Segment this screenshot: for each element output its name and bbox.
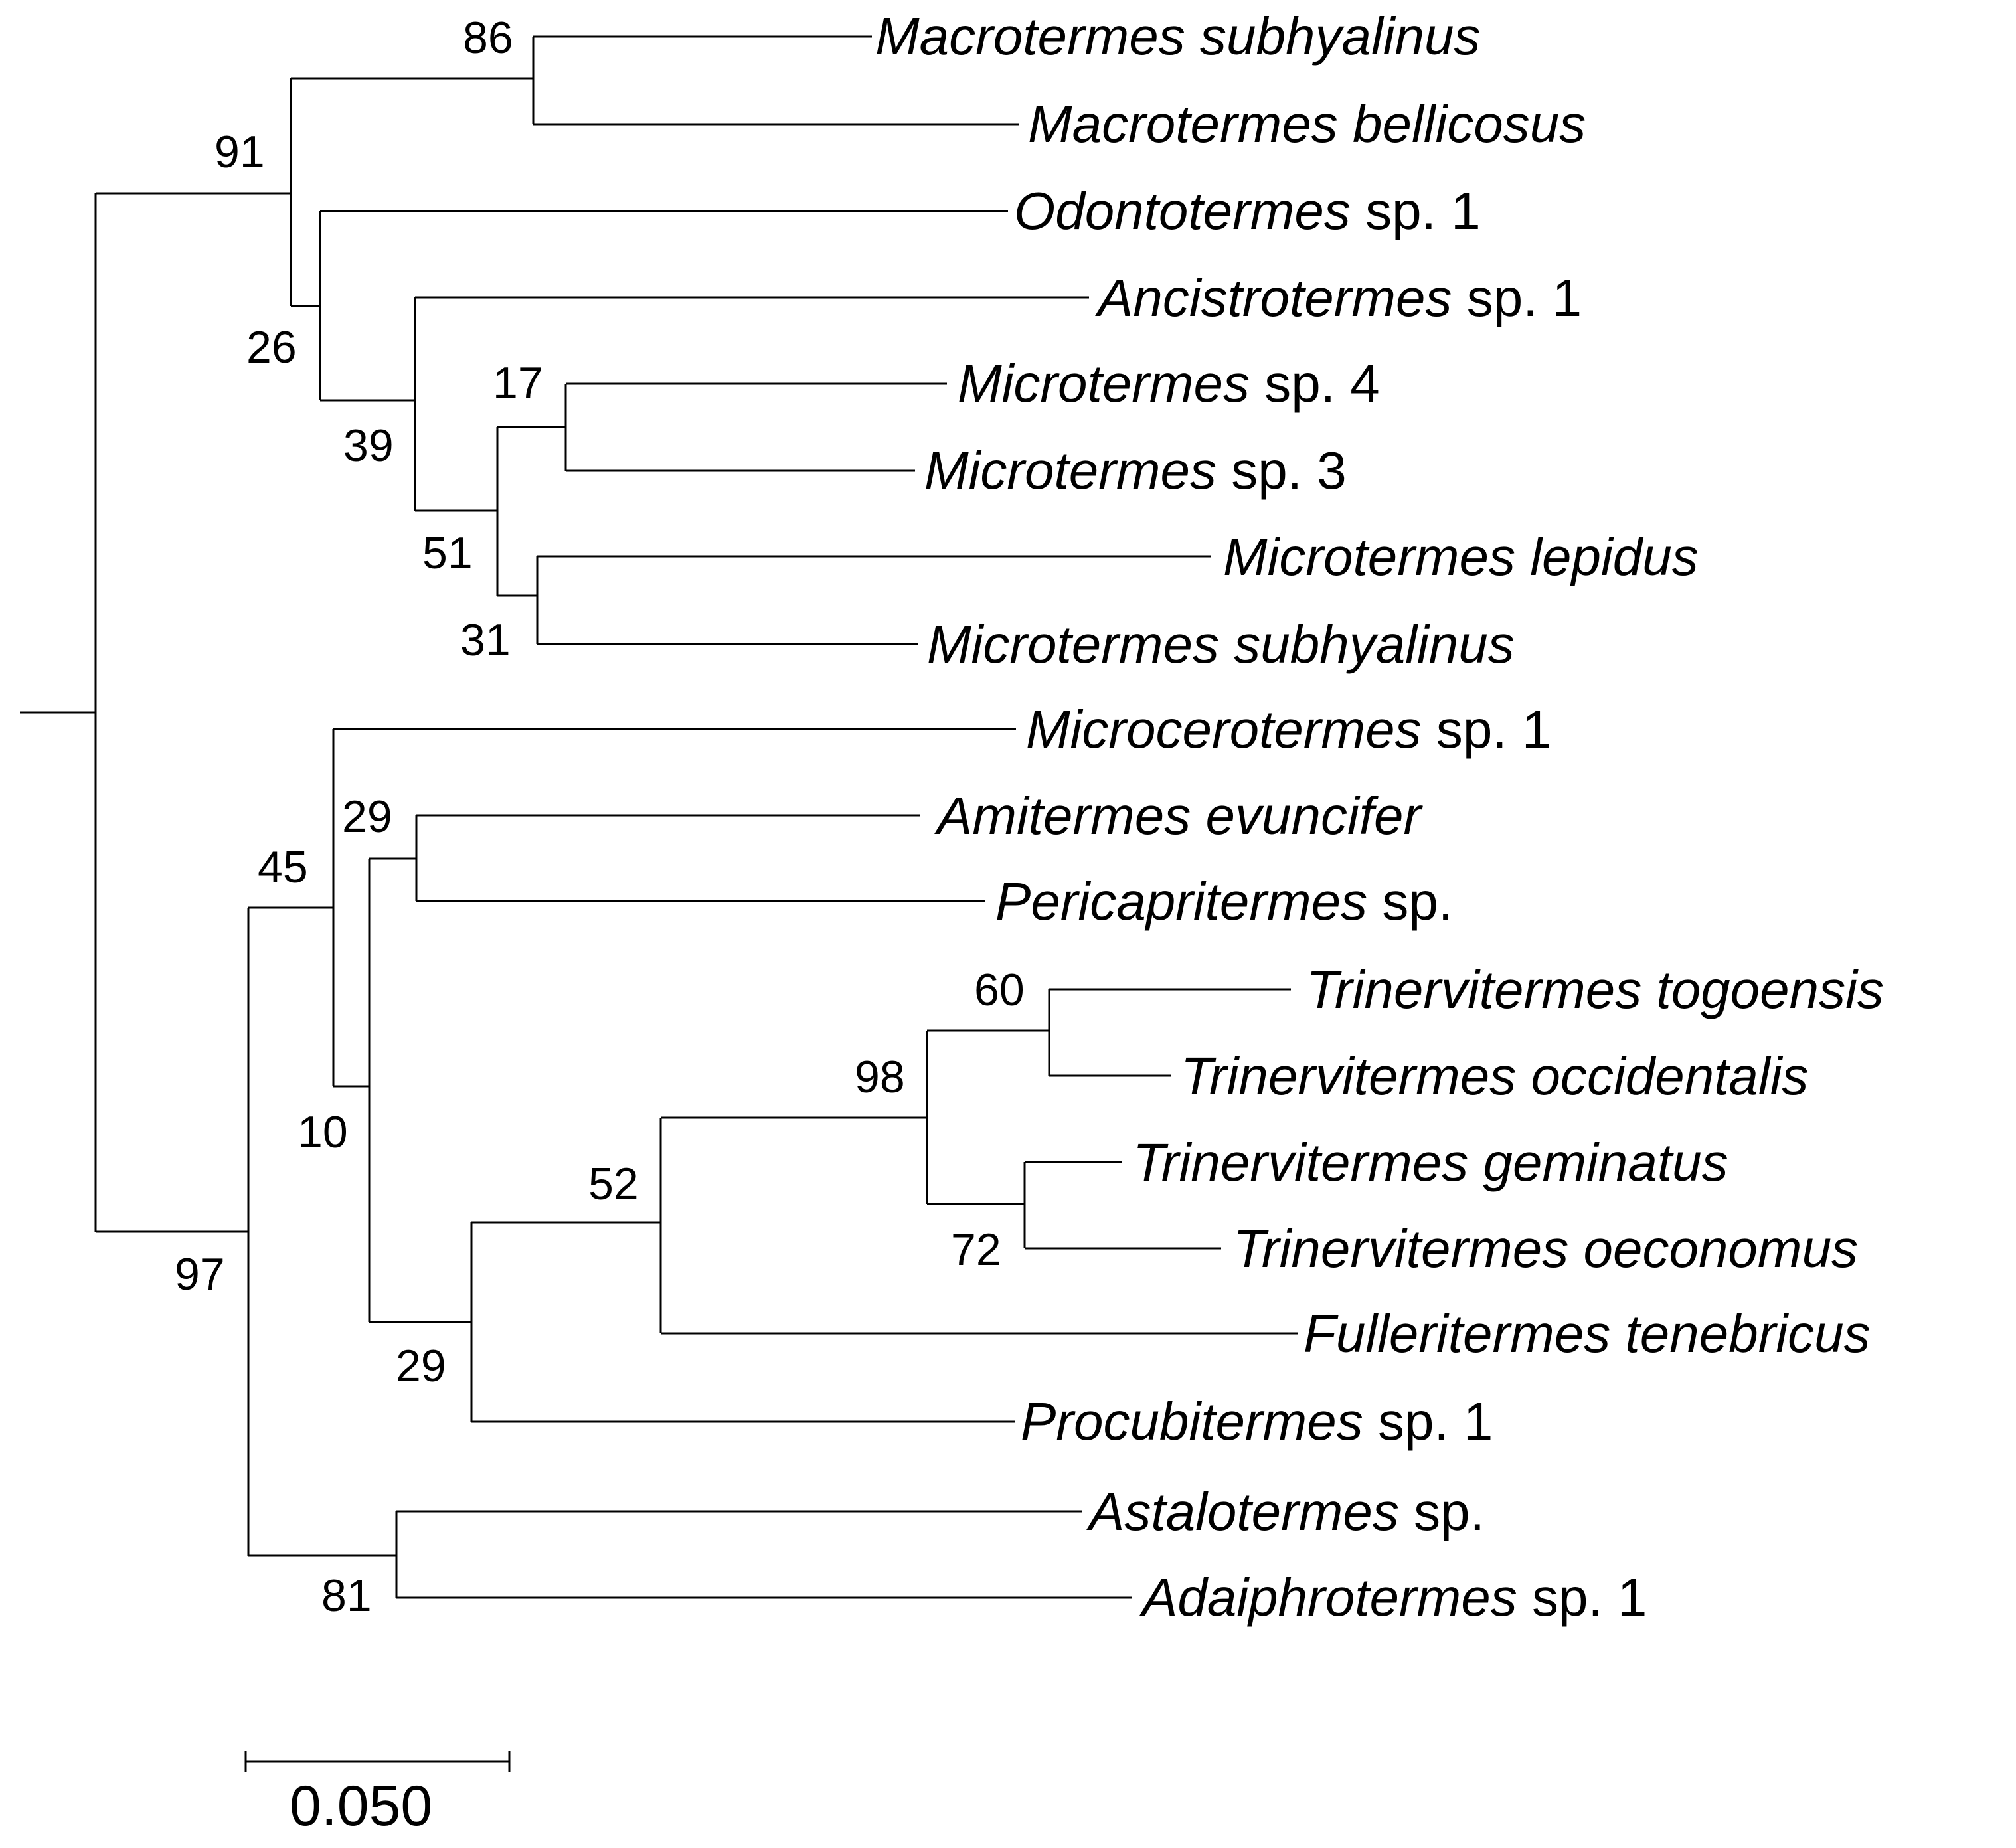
support-value: 51: [422, 528, 473, 578]
support-value: 60: [974, 965, 1025, 1015]
support-value: 81: [321, 1570, 372, 1621]
taxon-label: Microtermes subhyalinus: [927, 615, 1515, 674]
support-value: 29: [342, 792, 392, 842]
tree-branches: [20, 35, 1298, 1599]
taxon-label: Microcerotermes sp. 1: [1026, 700, 1551, 759]
scale-bar: 0.050: [244, 1751, 511, 1838]
support-value: 26: [246, 322, 297, 373]
support-value: 10: [297, 1107, 348, 1157]
taxon-label: Astalotermes sp.: [1086, 1482, 1485, 1541]
taxon-label: Ancistrotermes sp. 1: [1095, 268, 1582, 327]
taxon-label: Odontotermes sp. 1: [1014, 181, 1481, 240]
taxon-label: Adaiphrotermes sp. 1: [1139, 1568, 1647, 1627]
taxon-label: Amitermes evuncifer: [934, 786, 1423, 845]
support-value: 52: [588, 1159, 639, 1209]
support-value: 97: [175, 1249, 225, 1300]
support-value: 86: [463, 13, 513, 63]
taxon-label: Microtermes sp. 3: [924, 441, 1347, 500]
taxon-label: Procubitermes sp. 1: [1021, 1392, 1493, 1451]
taxon-label: Trinervitermes occidentalis: [1181, 1047, 1808, 1106]
support-value: 98: [855, 1052, 905, 1102]
support-value: 17: [493, 358, 543, 408]
taxon-label: Microtermes lepidus: [1223, 527, 1699, 586]
taxon-labels: Macrotermes subhyalinus Macrotermes bell…: [875, 7, 1884, 1627]
taxon-label: Trinervitermes oeconomus: [1233, 1219, 1858, 1278]
support-value: 45: [258, 842, 308, 892]
taxon-label: Pericapritermes sp.: [995, 872, 1453, 931]
taxon-label: Fulleritermes tenebricus: [1303, 1304, 1871, 1363]
support-values: 86 91 26 39 17 51 31 29 45 10 60 98 72 5…: [175, 13, 1025, 1621]
support-value: 91: [214, 127, 265, 177]
taxon-label: Trinervitermes togoensis: [1306, 960, 1884, 1019]
taxon-label: Trinervitermes geminatus: [1133, 1133, 1728, 1192]
support-value: 72: [951, 1224, 1001, 1275]
support-value: 29: [396, 1341, 446, 1391]
support-value: 39: [343, 420, 394, 471]
taxon-label: Macrotermes bellicosus: [1028, 94, 1586, 153]
support-value: 31: [460, 615, 511, 665]
scale-bar-label: 0.050: [290, 1774, 432, 1838]
taxon-label: Macrotermes subhyalinus: [875, 7, 1480, 66]
taxon-label: Microtermes sp. 4: [958, 354, 1380, 413]
